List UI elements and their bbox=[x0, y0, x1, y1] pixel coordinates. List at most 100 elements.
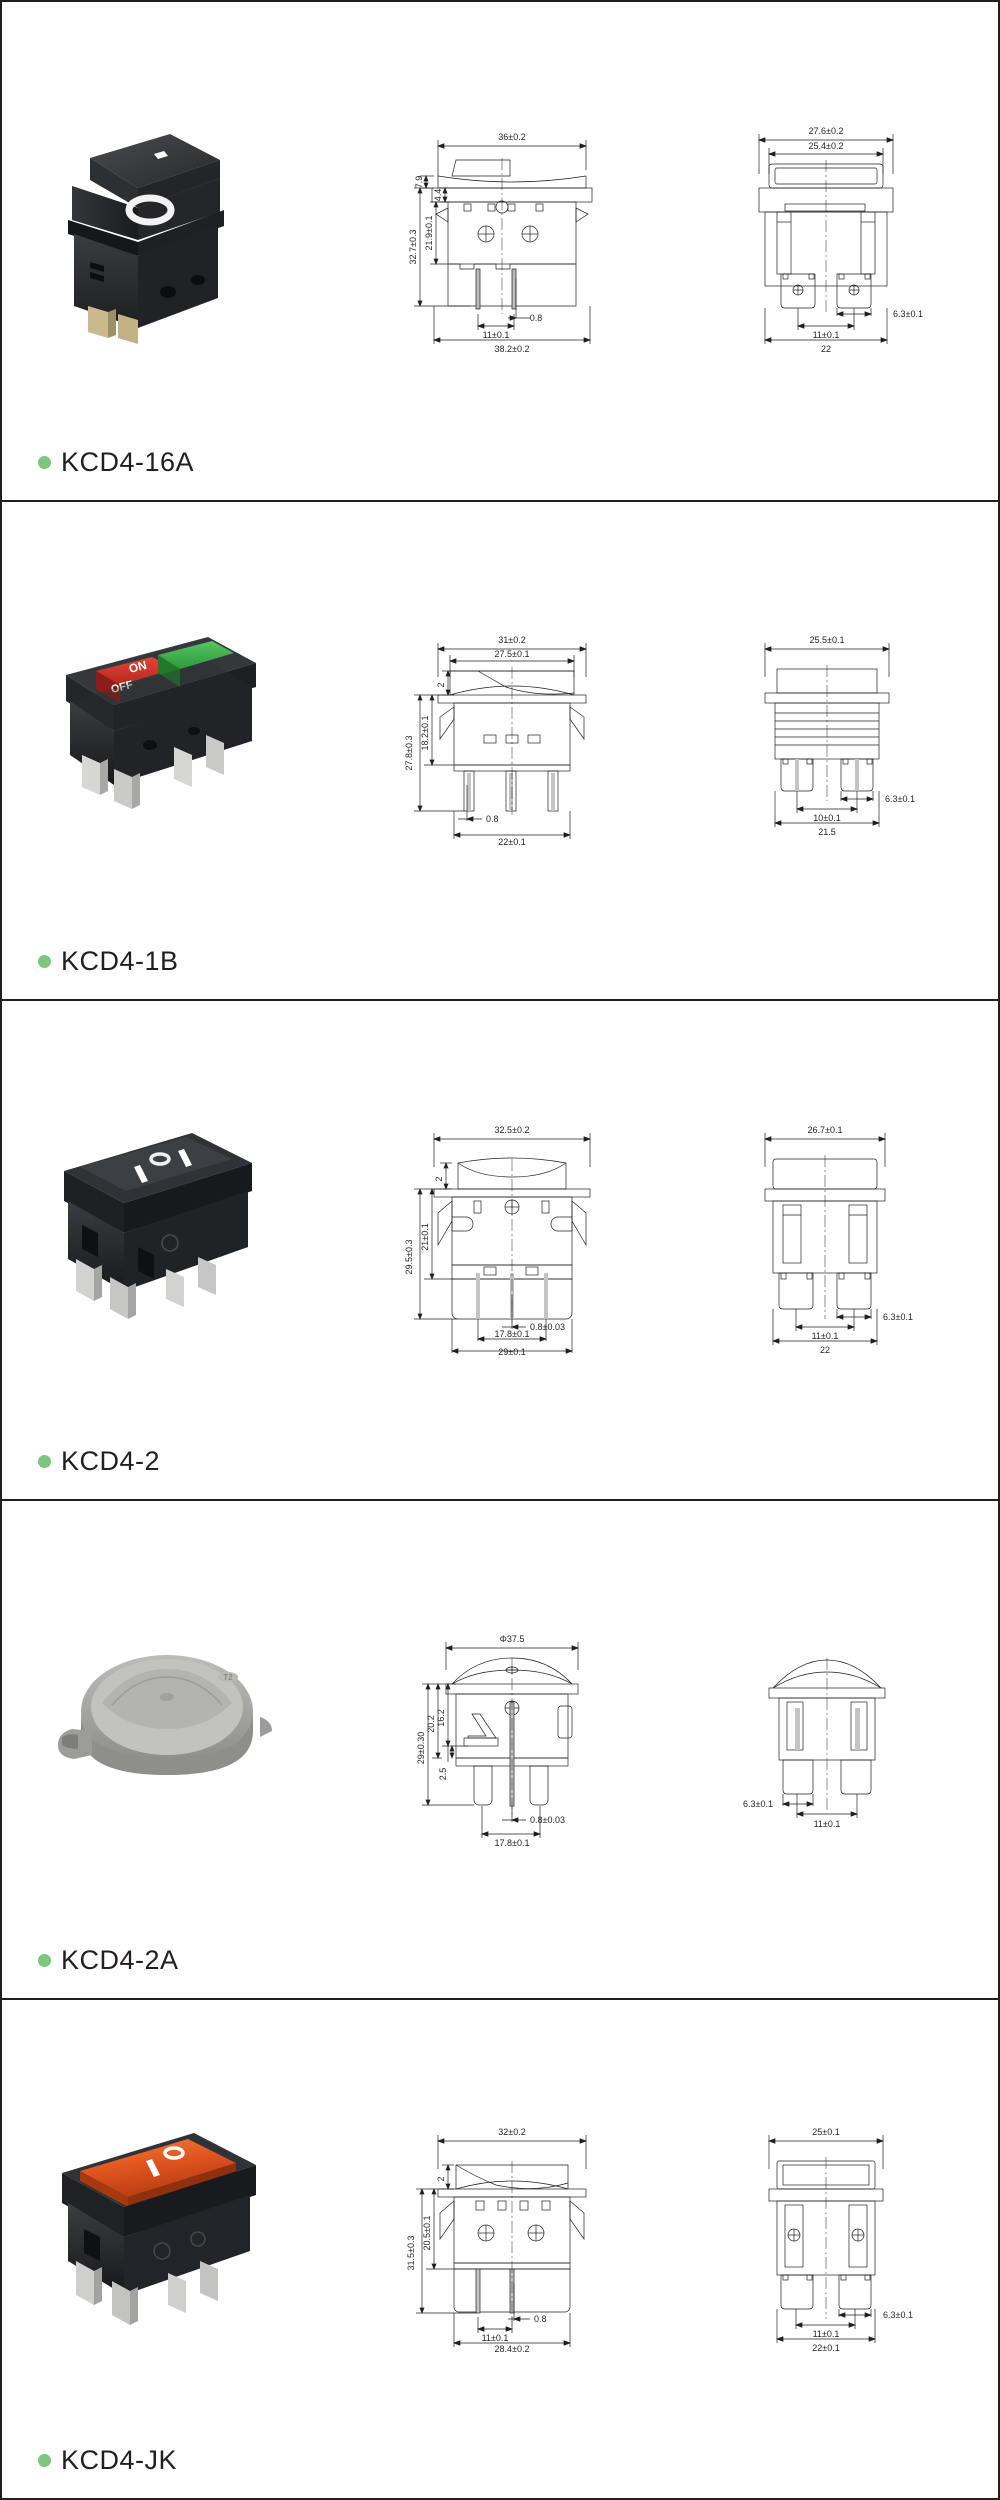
switch-photo-kcd4-jk bbox=[62, 2132, 256, 2325]
product-photo-cell: KCD4-16A bbox=[2, 2, 332, 500]
product-model-label: KCD4-1B bbox=[38, 946, 179, 977]
bullet-icon bbox=[38, 955, 51, 969]
dim-outer-width: 27.6±0.2 bbox=[808, 126, 843, 136]
dim-bezel-height: 2 bbox=[434, 1176, 444, 1181]
product-photo bbox=[2, 16, 332, 447]
dim-terminal-width: 6.3±0.1 bbox=[883, 2310, 913, 2320]
product-row: ON OFF bbox=[0, 499, 1000, 1002]
dim-bezel-height: 2 bbox=[436, 2176, 446, 2181]
photo-marking: T2 bbox=[223, 1673, 233, 1682]
product-row: KCD4-JK bbox=[0, 1998, 1000, 2500]
dim-top-width: 32±0.2 bbox=[498, 2127, 525, 2137]
dim-bottom-width: 28.4±0.2 bbox=[494, 2344, 529, 2352]
dim-inner-height: 16.2 bbox=[436, 1709, 446, 1727]
technical-drawings: 31±0.2 27.5±0.1 2 18.2±0.1 27.8±0.3 0.8 … bbox=[332, 502, 998, 1000]
model-name: KCD4-1B bbox=[61, 946, 179, 977]
dim-body-height: 21±0.1 bbox=[420, 1223, 430, 1250]
side-view-drawing: 27.6±0.2 25.4±0.2 11±0.1 6.3±0.1 22 bbox=[725, 118, 925, 353]
technical-drawings: Φ37.5 29±0.30 20.2 16.2 2.5 0.8±0.03 17.… bbox=[332, 1501, 998, 1999]
product-photo-cell: ON OFF bbox=[2, 502, 332, 1000]
dim-terminal-thickness: 0.8 bbox=[486, 814, 499, 824]
model-name: KCD4-2 bbox=[61, 1445, 161, 1476]
photo-marking-on: ON bbox=[127, 658, 148, 676]
dim-overall-height: 29.5±0.3 bbox=[404, 1240, 414, 1275]
dim-terminal-pitch: 10±0.1 bbox=[813, 813, 840, 823]
switch-photo-kcd4-1b: ON OFF bbox=[66, 637, 256, 810]
bullet-icon bbox=[38, 2453, 51, 2467]
product-photo bbox=[2, 1015, 332, 1446]
dim-terminal-width: 6.3±0.1 bbox=[893, 309, 923, 319]
product-model-label: KCD4-2A bbox=[38, 1945, 179, 1976]
front-view-drawing: 32±0.2 2 20.5±0.1 31.5±0.3 11±0.1 0.8 28… bbox=[390, 2117, 610, 2352]
switch-photo-kcd4-16a bbox=[68, 134, 224, 345]
dim-overall-height: 27.8±0.3 bbox=[404, 736, 414, 771]
product-model-label: KCD4-16A bbox=[38, 447, 194, 478]
product-photo-cell: KCD4-JK bbox=[2, 2000, 332, 2498]
side-view-drawing: 25.5±0.1 10±0.1 6.3±0.1 21.5 bbox=[725, 625, 925, 845]
photo-marking-off: OFF bbox=[110, 679, 135, 696]
product-row: T2 KCD4-2A bbox=[0, 1498, 1000, 2001]
dim-bezel-height: 2 bbox=[436, 683, 446, 688]
dim-body-height: 20.5±0.1 bbox=[422, 2215, 432, 2250]
dim-inner-width: 25.4±0.2 bbox=[808, 141, 843, 151]
dim-terminal-pitch: 11±0.1 bbox=[812, 330, 839, 340]
switch-photo-kcd4-2 bbox=[64, 1133, 252, 1320]
product-photo-cell: T2 KCD4-2A bbox=[2, 1501, 332, 1999]
bullet-icon bbox=[38, 1954, 51, 1968]
dim-cap-height: 7.9 bbox=[414, 176, 424, 189]
technical-drawings: 32±0.2 2 20.5±0.1 31.5±0.3 11±0.1 0.8 28… bbox=[332, 2000, 998, 2498]
front-view-drawing: 31±0.2 27.5±0.1 2 18.2±0.1 27.8±0.3 0.8 … bbox=[390, 625, 610, 845]
bullet-icon bbox=[38, 455, 51, 469]
dim-terminal-thickness: 0.8 bbox=[534, 2314, 547, 2324]
dim-overall-height: 32.7±0.3 bbox=[408, 230, 418, 265]
dim-outer-width: 25±0.1 bbox=[812, 2127, 839, 2137]
product-photo: T2 bbox=[2, 1515, 332, 1946]
dim-bezel-width: 27.5±0.1 bbox=[494, 649, 529, 659]
product-model-label: KCD4-2 bbox=[38, 1446, 160, 1477]
dim-body-height: 18.2±0.1 bbox=[420, 716, 430, 751]
dim-terminal-pitch: 11±0.1 bbox=[813, 1819, 840, 1829]
technical-drawings: 32.5±0.2 2 21±0.1 29.5±0.3 0.8±0.03 17.8… bbox=[332, 1001, 998, 1499]
dim-terminal-pitch: 11±0.1 bbox=[812, 2329, 839, 2339]
dim-bezel-height: 2.5 bbox=[438, 1768, 448, 1781]
dim-outer-width: 26.7±0.1 bbox=[807, 1125, 842, 1135]
dim-terminal-pitch: 11±0.1 bbox=[811, 1331, 838, 1341]
dim-body-height: 21.9±0.1 bbox=[424, 216, 434, 251]
switch-photo-kcd4-2a: T2 bbox=[58, 1655, 272, 1776]
dim-bottom-width: 22 bbox=[819, 1345, 829, 1355]
side-view-drawing: 25±0.1 11±0.1 6.3±0.1 22±0.1 bbox=[725, 2117, 925, 2352]
model-name: KCD4-16A bbox=[61, 446, 195, 477]
dim-bottom-width: 22 bbox=[820, 344, 830, 353]
dim-terminal-width: 6.3±0.1 bbox=[885, 794, 915, 804]
dim-bottom-width: 21.5 bbox=[818, 827, 836, 837]
front-view-drawing: 32.5±0.2 2 21±0.1 29.5±0.3 0.8±0.03 17.8… bbox=[390, 1115, 610, 1355]
dim-diameter: Φ37.5 bbox=[499, 1634, 524, 1644]
dim-terminal-pitch: 11±0.1 bbox=[481, 2333, 508, 2343]
dim-terminal-thickness: 0.8±0.03 bbox=[530, 1815, 565, 1825]
dim-bottom-width: 22±0.1 bbox=[812, 2343, 839, 2352]
dim-overall-height: 31.5±0.3 bbox=[406, 2235, 416, 2270]
front-view-drawing: Φ37.5 29±0.30 20.2 16.2 2.5 0.8±0.03 17.… bbox=[390, 1622, 610, 1847]
dim-terminal-width: 6.3±0.1 bbox=[743, 1799, 773, 1809]
product-photo bbox=[2, 2014, 332, 2445]
product-photo: ON OFF bbox=[2, 516, 332, 947]
product-row: KCD4-2 bbox=[0, 999, 1000, 1501]
dim-terminal-pitch: 11±0.1 bbox=[482, 330, 509, 340]
dim-terminal-thickness: 0.8 bbox=[529, 313, 542, 323]
dim-terminal-pitch: 17.8±0.1 bbox=[494, 1329, 529, 1339]
front-view-drawing: 36±0.2 7.9 4.4 21.9±0.1 32.7±0.3 11±0.1 … bbox=[390, 118, 610, 353]
side-view-drawing: 6.3±0.1 11±0.1 bbox=[725, 1622, 925, 1847]
dim-bottom-width: 29±0.1 bbox=[498, 1347, 525, 1355]
product-photo-cell: KCD4-2 bbox=[2, 1001, 332, 1499]
dim-top-width: 36±0.2 bbox=[498, 132, 525, 142]
product-row: KCD4-16A bbox=[0, 0, 1000, 502]
dim-body-height: 20.2 bbox=[426, 1715, 436, 1733]
dim-bottom-width: 22±0.1 bbox=[498, 837, 525, 845]
dim-outer-width: 25.5±0.1 bbox=[809, 635, 844, 645]
dim-terminal-width: 6.3±0.1 bbox=[883, 1312, 913, 1322]
dim-terminal-pitch: 17.8±0.1 bbox=[494, 1838, 529, 1847]
technical-drawings: 36±0.2 7.9 4.4 21.9±0.1 32.7±0.3 11±0.1 … bbox=[332, 2, 998, 500]
dim-overall-height: 29±0.30 bbox=[416, 1732, 426, 1764]
side-view-drawing: 26.7±0.1 11±0.1 6.3±0.1 22 bbox=[725, 1115, 925, 1355]
